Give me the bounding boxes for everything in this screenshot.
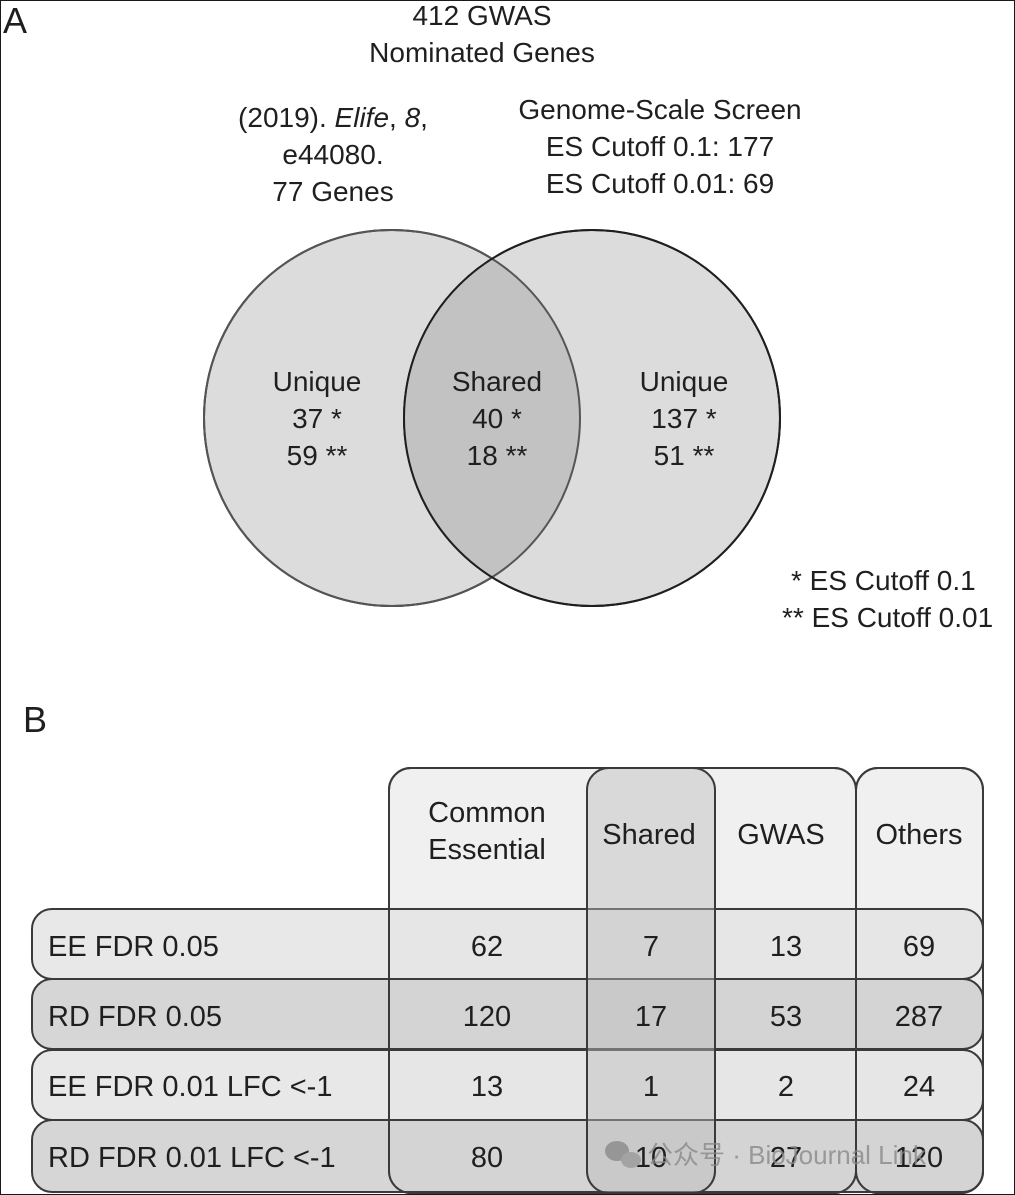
- left-source-citation: (2019). Elife, 8,: [238, 102, 428, 133]
- row-label: RD FDR 0.05: [48, 1001, 222, 1033]
- venn-left-outline: [203, 229, 581, 607]
- legend-double-star: ** ES Cutoff 0.01: [782, 602, 993, 633]
- cell-value: 53: [770, 1001, 802, 1033]
- venn-right-star: 137 *: [651, 403, 716, 434]
- cell-value: 1: [643, 1071, 659, 1103]
- row-label: EE FDR 0.05: [48, 931, 219, 963]
- left-source-genes: 77 Genes: [272, 176, 393, 207]
- col-header-essential: Essential: [428, 834, 546, 866]
- cell-value: 17: [635, 1001, 667, 1033]
- venn-overlap-region: [404, 230, 580, 606]
- venn-shared-title: Shared: [452, 366, 542, 397]
- cell-value: 80: [471, 1142, 503, 1174]
- row-label: RD FDR 0.01 LFC <-1: [48, 1142, 336, 1174]
- row-label: EE FDR 0.01 LFC <-1: [48, 1071, 332, 1103]
- left-source-id: e44080.: [282, 139, 383, 170]
- cell-value: 24: [903, 1071, 935, 1103]
- wechat-icon: [605, 1141, 641, 1168]
- panel-a-letter: A: [3, 1, 27, 41]
- cell-value: 62: [471, 931, 503, 963]
- cell-value: 13: [770, 931, 802, 963]
- cell-value: 120: [463, 1001, 511, 1033]
- venn-right-outline: [403, 229, 781, 607]
- venn-shared-star: 40 *: [472, 403, 522, 434]
- venn-shared-dstar: 18 **: [467, 440, 528, 471]
- column-block-others-outline: [855, 767, 984, 1194]
- venn-left-star: 37 *: [292, 403, 342, 434]
- venn-right-title: Unique: [640, 366, 729, 397]
- cell-value: 27: [770, 1142, 802, 1174]
- cell-value: 69: [903, 931, 935, 963]
- col-header-common: Common: [428, 797, 546, 829]
- right-source-line-2: ES Cutoff 0.1: 177: [546, 131, 774, 162]
- cell-value: 120: [895, 1142, 943, 1174]
- col-header-others: Others: [875, 819, 962, 851]
- cell-value: 13: [471, 1071, 503, 1103]
- venn-title-line-2: Nominated Genes: [369, 37, 595, 68]
- watermark-text: 公众号 · BioJournal Link: [647, 1140, 927, 1170]
- right-source-line-3: ES Cutoff 0.01: 69: [546, 168, 774, 199]
- col-header-shared: Shared: [602, 819, 696, 851]
- cell-value: 287: [895, 1001, 943, 1033]
- cell-value: 2: [778, 1071, 794, 1103]
- venn-left-title: Unique: [273, 366, 362, 397]
- venn-right-dstar: 51 **: [654, 440, 715, 471]
- legend-single-star: * ES Cutoff 0.1: [791, 565, 976, 596]
- cell-value: 7: [643, 931, 659, 963]
- row-bands: [31, 908, 984, 1193]
- right-source-line-1: Genome-Scale Screen: [518, 94, 801, 125]
- venn-left-dstar: 59 **: [287, 440, 348, 471]
- watermark: 公众号 · BioJournal Link: [605, 1140, 927, 1170]
- panel-b-letter: B: [23, 699, 47, 740]
- venn-title-line-1: 412 GWAS: [412, 1, 551, 31]
- col-header-gwas: GWAS: [737, 819, 825, 851]
